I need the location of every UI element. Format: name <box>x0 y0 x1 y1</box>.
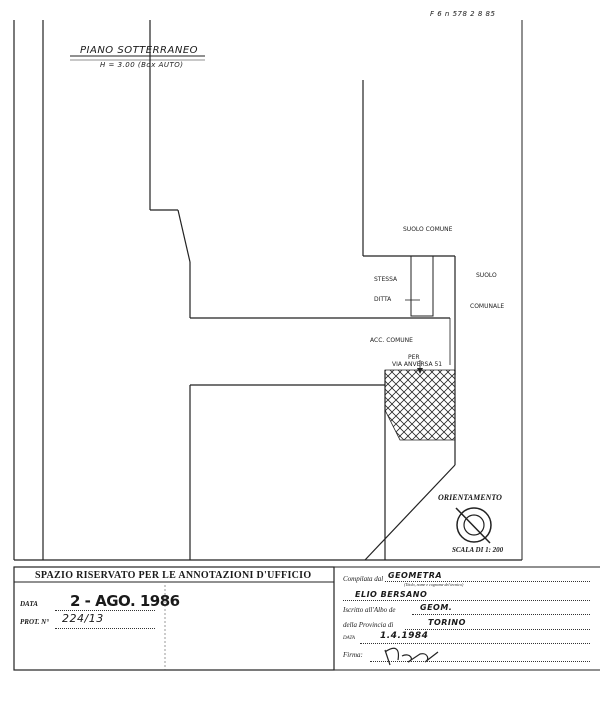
prot-line <box>55 628 155 629</box>
albo-line <box>412 614 590 615</box>
label-stessa: STESSA <box>374 276 398 283</box>
label-comunale: COMUNALE <box>470 303 505 310</box>
label-suolo: SUOLO <box>476 272 497 279</box>
label-suolo-comune: SUOLO COMUNE <box>403 226 453 233</box>
orientation-title: ORIENTAMENTO <box>438 493 502 502</box>
name-line <box>343 600 590 601</box>
provincia-value: TORINO <box>428 618 466 627</box>
data-value: 1.4.1984 <box>380 631 429 641</box>
albo-label: Iscritto all'Albo de <box>343 606 396 614</box>
compiled-by-value: GEOMETRA <box>388 571 443 580</box>
document-reference: F 6 n 578 2 8 85 <box>430 10 496 18</box>
date-stamp: 2 - AGO. 1986 <box>70 592 180 610</box>
date-label: DATA <box>20 600 38 608</box>
compass-icon <box>455 507 492 544</box>
title-note: (Titolo, nome e cognome del tecnico) <box>404 582 464 587</box>
compiled-by-label: Compilata dal <box>343 575 384 583</box>
plan-title: PIANO SOTTERRANEO <box>80 45 199 56</box>
firma-label: Firma: <box>343 651 363 659</box>
label-acc-comune: ACC. COMUNE <box>370 337 413 344</box>
prot-label: PROT. N° <box>20 618 49 626</box>
scale-label: SCALA DI 1: 200 <box>452 546 504 554</box>
compiled-line <box>385 581 590 582</box>
data-line <box>360 643 590 644</box>
label-via: VIA ANVERSA 51 <box>392 361 443 368</box>
height-note: H = 3.00 (Box AUTO) <box>100 61 184 69</box>
label-ditta: DITTA <box>374 296 392 303</box>
provincia-label: della Provincia di <box>343 621 394 629</box>
albo-value: GEOM. <box>420 603 453 612</box>
technician-name: ELIO BERSANO <box>355 590 428 599</box>
firma-line <box>370 661 590 662</box>
date-line <box>55 610 155 611</box>
prot-value: 224/13 <box>62 612 104 625</box>
label-per: PER <box>408 354 420 361</box>
provincia-line <box>405 629 590 630</box>
data-label: DATA <box>343 636 355 641</box>
office-box-title: SPAZIO RISERVATO PER LE ANNOTAZIONI D'UF… <box>35 570 312 581</box>
